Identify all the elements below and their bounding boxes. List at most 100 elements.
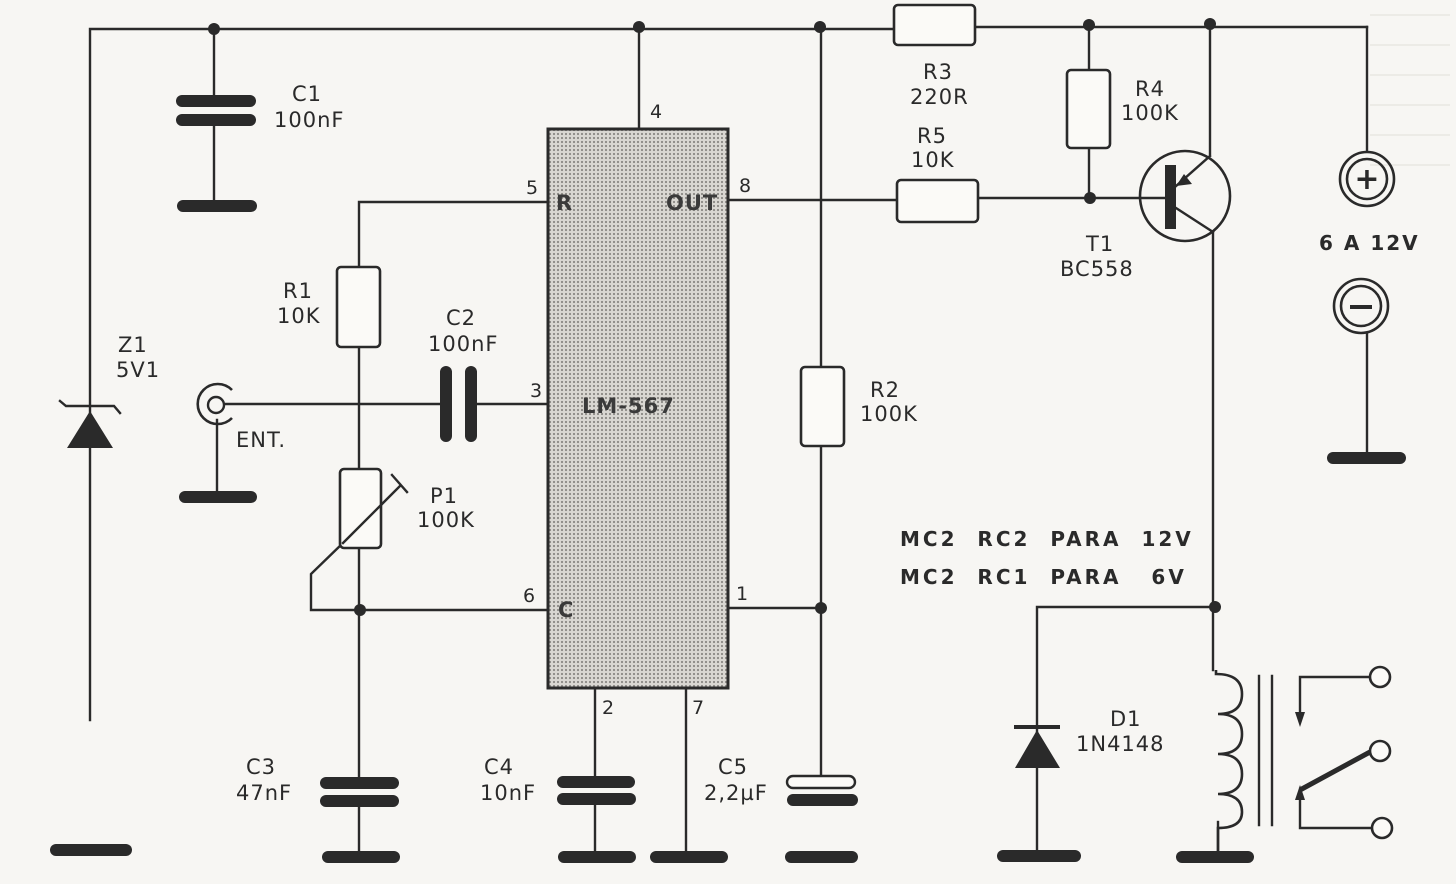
r4-value: 100K [1121,101,1179,125]
potentiometer-body [338,467,383,550]
input-label: ENT. [236,428,286,452]
power-label: 6 A 12V [1319,231,1420,255]
pin-2: 2 [602,697,614,719]
c1-value: 100nF [274,108,344,132]
r2-value: 100K [860,402,918,426]
c2-ref: C2 [446,306,476,330]
pin-6: 6 [523,585,535,607]
pin-1: 1 [736,583,748,605]
d1-value: 1N4148 [1076,732,1165,756]
terminal-ring-inner [1339,284,1383,328]
resistor-r2[interactable]: R2 100K [799,365,918,448]
ic-pin-label-c: C [558,598,574,622]
transistor-collector [1174,206,1215,234]
terminal-ring-outer [1332,277,1390,335]
pin-4: 4 [650,101,662,123]
resistor-body [799,365,846,448]
relay-common-lead [1298,788,1375,830]
c4-value: 10nF [480,781,536,805]
pin-3: 3 [530,380,542,402]
power-terminals[interactable]: + 6 A 12V [1319,150,1420,464]
c3-ref: C3 [246,755,276,779]
capacitor-plate-positive [785,774,857,790]
resistor-r1[interactable]: R1 10K [277,265,382,349]
potentiometer-p1[interactable]: P1 100K [338,467,475,550]
negative-terminal[interactable] [1332,277,1390,335]
c5-ref: C5 [718,755,748,779]
relay-arrow-icon [1295,785,1305,800]
pin-7: 7 [692,697,704,719]
transistor-body [1138,149,1232,243]
z1-ref: Z1 [118,333,148,357]
resistor-r3[interactable]: R3 220R [892,3,977,109]
ic-body[interactable] [546,127,730,690]
t1-ref: T1 [1085,232,1114,256]
note-12v: MC2 RC2 PARA 12V [900,527,1194,551]
r1-ref: R1 [283,279,313,303]
resistor-r5[interactable]: R5 10K [895,124,980,224]
potentiometer-arrow [341,484,402,545]
relay-terminal-common[interactable] [1368,739,1392,763]
input-jack-icon [206,395,226,415]
diode-d1[interactable]: D1 1N4148 [997,707,1165,862]
background-texture [1370,14,1450,166]
r2-ref: R2 [870,378,900,402]
terminal-ring-inner [1345,157,1389,201]
t1-value: BC558 [1060,257,1134,281]
relay-terminal-nc[interactable] [1368,665,1392,689]
junctions [208,18,1221,616]
resistor-r4[interactable]: R4 100K [1065,68,1179,150]
capacitor-c3[interactable]: C3 47nF [236,755,400,863]
r1-value: 10K [277,304,321,328]
diode-triangle [67,411,113,448]
resistor-body [1065,68,1112,150]
capacitor-c5[interactable]: C5 2,2µF [704,755,858,863]
positive-terminal[interactable]: + [1338,150,1396,208]
plus-icon: + [1354,162,1379,197]
r5-value: 10K [911,148,955,172]
input-connector[interactable]: ENT. [179,382,286,503]
terminal-ring-outer [1338,150,1396,208]
relay[interactable] [1176,665,1394,863]
r4-ref: R4 [1135,77,1165,101]
c3-value: 47nF [236,781,292,805]
capacitor-c2[interactable]: C2 100nF [428,306,498,442]
pin-8: 8 [739,175,751,197]
d1-ref: D1 [1110,707,1142,731]
ic-lm567[interactable]: LM-567 R OUT C 4 5 8 3 6 1 2 7 [523,101,751,719]
c2-value: 100nF [428,332,498,356]
p1-value: 100K [417,508,475,532]
z1-value: 5V1 [116,358,160,382]
ic-pin-label-out: OUT [666,191,718,215]
r5-ref: R5 [917,124,947,148]
resistor-body [335,265,382,349]
zener-diode-z1[interactable]: Z1 5V1 [50,333,160,856]
input-jack-shield [196,382,233,426]
r3-ref: R3 [923,60,953,84]
c4-ref: C4 [484,755,514,779]
pin-5: 5 [526,177,538,199]
r3-value: 220R [910,85,969,109]
ic-name: LM-567 [582,394,675,418]
zener-bar [58,399,122,415]
p1-ref: P1 [430,484,458,508]
capacitor-c4[interactable]: C4 10nF [480,755,728,863]
relay-coil-icon [1214,670,1244,852]
relay-arrow-icon [1295,712,1305,727]
resistor-body [892,3,977,47]
diode-triangle [1015,730,1060,768]
ic-pin-label-r: R [556,191,573,215]
capacitor-c1[interactable]: C1 100nF [176,82,344,212]
transistor-base-bar [1165,165,1176,229]
relay-terminal-no[interactable] [1370,816,1394,840]
c1-ref: C1 [292,82,322,106]
jumper-notes: MC2 RC2 PARA 12V MC2 RC1 PARA 6V [900,527,1194,589]
relay-switch-arm [1298,749,1372,793]
relay-nc-lead [1298,675,1373,717]
transistor-t1[interactable]: T1 BC558 [1060,149,1232,281]
c5-value: 2,2µF [704,781,768,805]
emitter-arrow-icon [1176,174,1192,186]
resistor-body [895,178,980,224]
note-6v: MC2 RC1 PARA 6V [900,565,1187,589]
